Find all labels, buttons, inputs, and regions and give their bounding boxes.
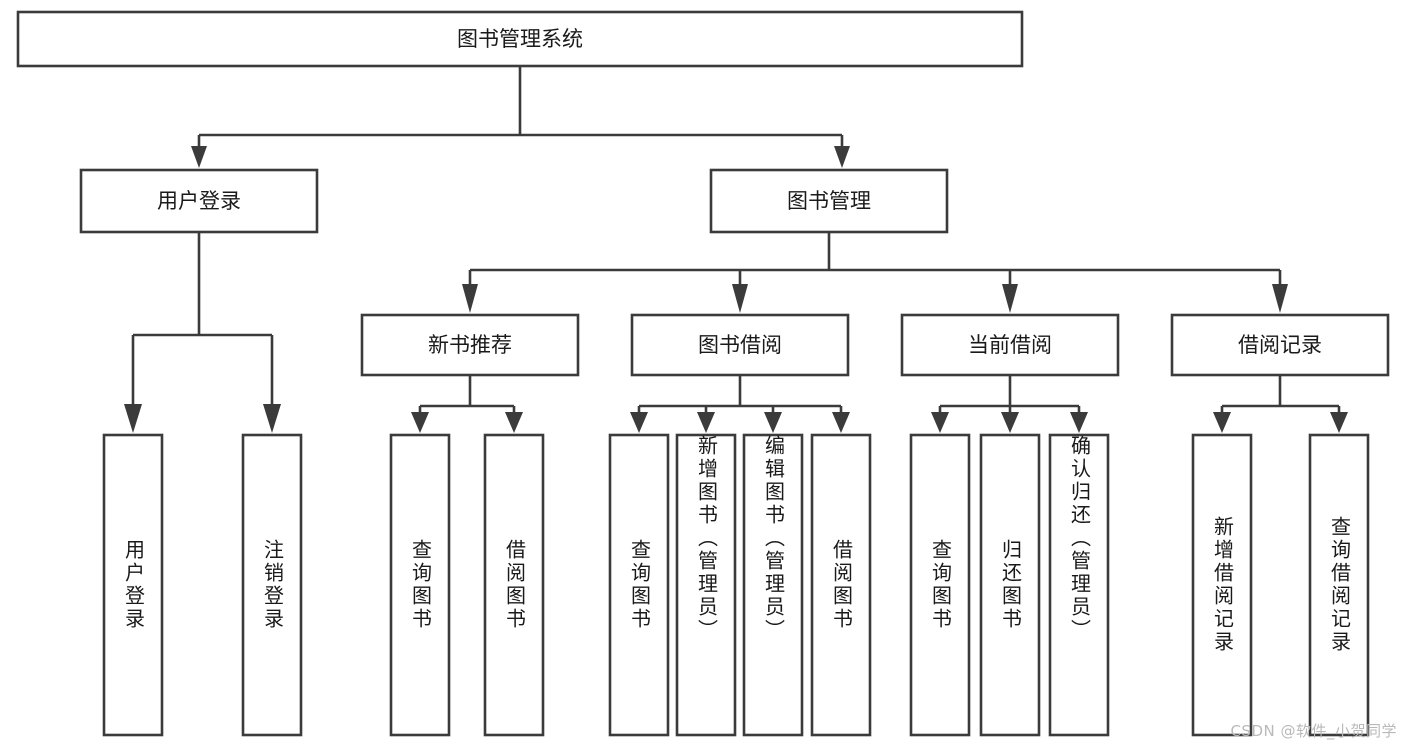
node-root-label: 图书管理系统 bbox=[457, 27, 583, 51]
node-new-book-recommend[interactable]: 新书推荐 bbox=[360, 313, 580, 377]
arrow-head-icon bbox=[732, 284, 748, 313]
arrow-head-icon bbox=[1002, 284, 1018, 313]
arrow-head-icon bbox=[505, 412, 523, 433]
arrow-head-icon bbox=[834, 146, 850, 168]
node-book-borrow-label: 图书借阅 bbox=[698, 333, 782, 357]
node-book-borrow[interactable]: 图书借阅 bbox=[630, 313, 850, 377]
leaf-box-current-borrow-1[interactable] bbox=[979, 433, 1041, 737]
node-current-borrow[interactable]: 当前借阅 bbox=[900, 313, 1120, 377]
arrow-head-icon bbox=[764, 412, 782, 433]
node-borrow-record[interactable]: 借阅记录 bbox=[1170, 313, 1390, 377]
connector-bookmgmt-to-level3 bbox=[462, 232, 1288, 313]
connector-root-to-level2 bbox=[191, 66, 850, 168]
leaf-box-book-borrow-1[interactable] bbox=[675, 433, 737, 737]
node-root[interactable]: 图书管理系统 bbox=[16, 10, 1024, 68]
arrow-head-icon bbox=[191, 146, 207, 168]
arrow-head-icon bbox=[124, 404, 142, 433]
node-book-management-label: 图书管理 bbox=[787, 189, 871, 213]
leaf-box-new-book-1[interactable] bbox=[483, 433, 545, 737]
node-current-borrow-label: 当前借阅 bbox=[968, 333, 1052, 357]
arrow-head-icon bbox=[1213, 412, 1231, 433]
leaf-box-new-book-0[interactable] bbox=[389, 433, 451, 737]
leaf-box-borrow-record-0[interactable] bbox=[1191, 433, 1253, 737]
connector-userlogin-to-leaves bbox=[124, 232, 281, 433]
csdn-watermark: CSDN @软件_小贺同学 bbox=[1230, 722, 1397, 740]
connector-currentborrow-to-leaves bbox=[931, 375, 1088, 433]
node-user-login[interactable]: 用户登录 bbox=[79, 168, 319, 234]
leaf-box-book-borrow-0[interactable] bbox=[608, 433, 670, 737]
connector-bookborrow-to-leaves bbox=[630, 375, 850, 433]
node-book-management[interactable]: 图书管理 bbox=[709, 168, 949, 234]
leaf-box-book-borrow-2[interactable] bbox=[742, 433, 804, 737]
arrow-head-icon bbox=[1001, 412, 1019, 433]
node-user-login-label: 用户登录 bbox=[157, 189, 241, 213]
arrow-head-icon bbox=[630, 412, 648, 433]
arrow-head-icon bbox=[263, 404, 281, 433]
arrow-head-icon bbox=[1330, 412, 1348, 433]
arrow-head-icon bbox=[411, 412, 429, 433]
node-new-book-recommend-label: 新书推荐 bbox=[428, 333, 512, 357]
connector-borrowrecord-to-leaves bbox=[1213, 375, 1348, 433]
arrow-head-icon bbox=[832, 412, 850, 433]
leaf-box-borrow-record-1[interactable] bbox=[1308, 433, 1370, 737]
leaf-box-book-borrow-3[interactable] bbox=[810, 433, 872, 737]
arrow-head-icon bbox=[1070, 412, 1088, 433]
leaf-box-current-borrow-2[interactable] bbox=[1048, 433, 1110, 737]
arrow-head-icon bbox=[697, 412, 715, 433]
arrow-head-icon bbox=[931, 412, 949, 433]
leaf-box-user-login-0[interactable] bbox=[102, 433, 164, 737]
arrow-head-icon bbox=[462, 284, 478, 313]
arrow-head-icon bbox=[1272, 284, 1288, 313]
node-borrow-record-label: 借阅记录 bbox=[1238, 333, 1322, 357]
leaf-box-user-login-1[interactable] bbox=[241, 433, 303, 737]
connector-newbook-to-leaves bbox=[411, 375, 523, 433]
leaf-box-current-borrow-0[interactable] bbox=[909, 433, 971, 737]
